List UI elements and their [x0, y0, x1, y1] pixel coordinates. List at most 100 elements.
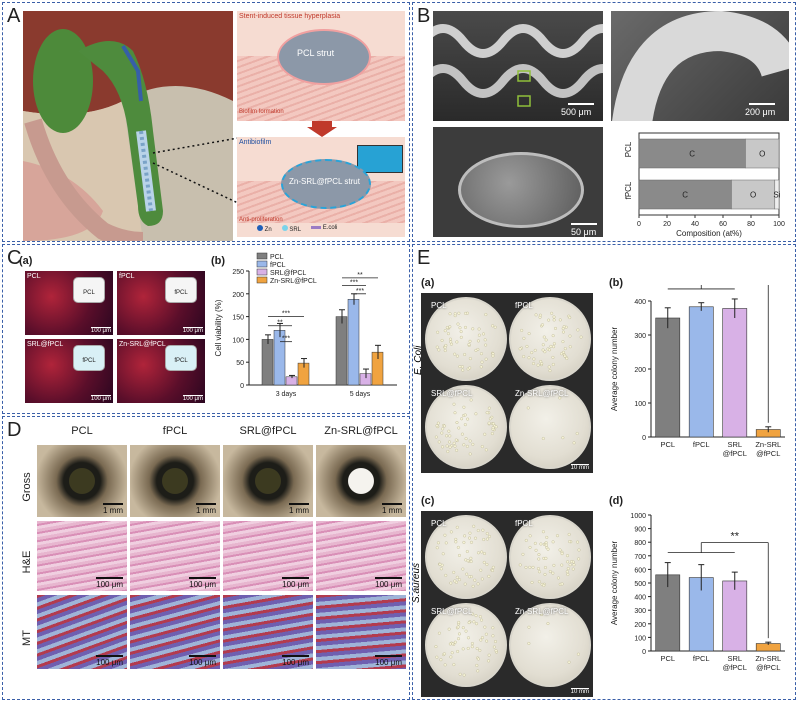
colony-sig: **	[730, 531, 739, 543]
colony	[446, 332, 450, 336]
colony	[443, 349, 447, 353]
colony	[476, 657, 480, 661]
colony	[539, 542, 543, 546]
colony	[447, 429, 451, 433]
colony	[558, 548, 562, 552]
colony	[544, 541, 548, 545]
composition-tick-label: 20	[663, 221, 671, 228]
colony	[572, 563, 576, 567]
colony	[457, 637, 461, 641]
colony	[536, 567, 540, 571]
colony-dots	[435, 311, 497, 372]
viability-tick-label: 250	[232, 269, 244, 276]
fluor-scale-label: 100 μm	[90, 327, 111, 334]
colony	[579, 335, 583, 339]
colony	[448, 642, 452, 646]
colony	[484, 343, 488, 347]
composition-seg-label: C	[689, 150, 695, 159]
fluor-image-label: Zn-SRL@fPCL	[119, 341, 166, 348]
colony	[479, 568, 483, 572]
colony	[468, 366, 472, 370]
colony	[452, 570, 456, 574]
colony	[528, 565, 532, 569]
histology-col-header: fPCL	[162, 425, 188, 437]
colony	[485, 639, 489, 643]
colony	[532, 357, 536, 361]
colony-bar-0	[655, 317, 681, 438]
colony	[456, 649, 460, 653]
colony	[575, 432, 579, 436]
colony-tick-label: 100	[634, 635, 646, 642]
colony	[565, 570, 569, 574]
colony	[563, 347, 567, 351]
colony	[460, 432, 464, 436]
colony	[528, 534, 532, 538]
colony	[439, 567, 443, 571]
colony	[526, 406, 530, 410]
histology-scale-label: 1 mm	[289, 503, 309, 515]
viability-sig: ***	[356, 288, 364, 295]
histology-image-MT-2: 100 μm	[223, 595, 313, 669]
colony	[441, 552, 445, 556]
colony	[448, 312, 452, 316]
composition-bar-fPCL-C	[638, 179, 732, 210]
colony	[434, 435, 438, 439]
colony	[551, 355, 555, 359]
panel-d-label: D	[7, 419, 22, 441]
colony	[478, 615, 482, 619]
colony	[541, 530, 545, 534]
histology-row-label: Gross	[21, 472, 33, 502]
colony-ylabel: Average colony number	[610, 326, 619, 411]
scale-200-label: 200 μm	[745, 107, 776, 117]
colony-cat-label: @fPCL	[723, 449, 747, 458]
colony	[531, 565, 535, 569]
colony	[469, 540, 473, 544]
composition-bar-fPCL-O	[731, 179, 776, 210]
colony-bar-0	[655, 574, 681, 652]
viability-tick-label: 150	[232, 315, 244, 322]
colony	[490, 432, 494, 436]
colony	[487, 534, 491, 538]
colony	[482, 538, 486, 542]
colony	[471, 584, 475, 588]
colony	[537, 570, 541, 574]
viability-sig: ***	[282, 336, 290, 343]
scale-50-label: 50 μm	[571, 227, 597, 237]
viability-legend-swatch	[256, 260, 268, 268]
colony-bar-1	[688, 306, 714, 438]
colony	[577, 557, 581, 561]
colony	[484, 632, 488, 636]
colony	[441, 427, 445, 431]
colony	[491, 422, 495, 426]
colony	[440, 338, 444, 342]
down-arrow-icon	[307, 121, 337, 137]
colony-cat-label: @fPCL	[723, 663, 747, 672]
composition-seg-label: O	[750, 191, 756, 200]
colony	[544, 556, 548, 560]
colony	[491, 634, 495, 638]
colony	[437, 440, 441, 444]
colony	[566, 554, 570, 558]
colony	[463, 423, 467, 427]
histology-scale-label: 100 μm	[375, 655, 402, 667]
scalebar-200	[749, 103, 775, 105]
colony	[444, 541, 448, 545]
colony	[567, 660, 571, 664]
colony-ylabel: Average colony number	[610, 540, 619, 625]
colony	[468, 452, 472, 456]
colony	[436, 330, 440, 334]
colony	[450, 651, 454, 655]
viability-legend-label: fPCL	[270, 262, 286, 269]
petri-dish-0: PCL	[425, 297, 507, 381]
colony	[541, 343, 545, 347]
stent-inset-icon: fPCL	[73, 345, 105, 371]
colony-tick-label: 1000	[630, 513, 646, 520]
colony	[465, 444, 469, 448]
colony	[456, 625, 460, 629]
colony	[480, 636, 484, 640]
